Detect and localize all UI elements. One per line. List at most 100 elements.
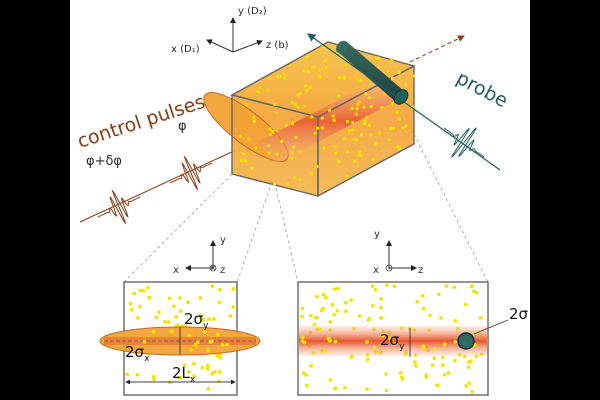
atom-dot [238, 134, 242, 138]
atom-dot [317, 75, 322, 79]
atom-dot [384, 388, 389, 393]
atom-dot [290, 156, 294, 160]
atom-dot [215, 332, 220, 337]
atom-dot [307, 70, 311, 74]
atom-dot [390, 76, 395, 80]
atom-dot [252, 119, 256, 123]
atom-dot [231, 287, 236, 291]
atom-dot [440, 363, 445, 367]
atom-dot [355, 107, 359, 111]
atom-dot [273, 102, 277, 106]
atom-dot [152, 377, 157, 382]
atom-dot [374, 142, 378, 146]
atom-dot [332, 118, 336, 122]
atom-dot [397, 71, 401, 75]
atom-dot [315, 164, 319, 169]
atom-dot [376, 56, 381, 60]
axis-z-left-label: z [220, 265, 225, 276]
atom-dot [300, 339, 305, 344]
atom-dot [313, 131, 317, 135]
atom-dot [387, 138, 391, 142]
atom-dot [206, 386, 211, 391]
atom-dot [205, 363, 210, 368]
atom-dot [166, 320, 171, 325]
atom-dot [467, 381, 472, 386]
atom-dot [322, 146, 326, 150]
atom-dot [309, 172, 314, 176]
atom-dot [437, 292, 441, 297]
atom-dot [440, 355, 445, 360]
atom-dot [469, 284, 474, 289]
atom-dot [439, 316, 443, 320]
atom-dot [271, 129, 275, 134]
atom-dot [315, 294, 319, 299]
control-pulse-1 [169, 155, 213, 191]
atom-dot [278, 74, 283, 78]
atom-dot [355, 77, 359, 81]
atom-dot [291, 145, 296, 149]
atom-dot [266, 88, 270, 92]
atom-dot [349, 298, 353, 302]
atom-dot [404, 124, 408, 128]
atom-dot [399, 375, 404, 379]
atom-dot [364, 92, 368, 96]
atom-dot [309, 363, 314, 368]
atom-dot [201, 317, 206, 322]
atom-dot [167, 296, 172, 301]
atom-dot [342, 76, 346, 80]
probe-pulse [443, 127, 485, 158]
atom-dot [351, 120, 355, 124]
atom-dot [187, 333, 192, 338]
atom-dot [420, 294, 425, 298]
atom-dot [392, 342, 397, 346]
atom-dot [302, 69, 306, 73]
atom-dot [346, 150, 350, 154]
atom-dot [311, 66, 315, 70]
atom-dot [370, 304, 375, 308]
atom-dot [318, 69, 322, 73]
atom-dot [442, 342, 447, 347]
atom-dot [357, 100, 362, 104]
atom-dot [267, 144, 271, 148]
atom-dot [318, 327, 323, 332]
atom-dot [333, 386, 338, 391]
atom-dot [392, 284, 397, 289]
top-axes: y (D₂) x (D₁) z (b) [171, 6, 289, 55]
atom-dot [368, 96, 372, 100]
atom-dot [283, 72, 287, 76]
atom-dot [365, 115, 369, 119]
atom-dot [296, 93, 301, 97]
atom-dot [251, 115, 256, 119]
atom-dot [132, 291, 137, 296]
atom-dot [411, 74, 415, 78]
atom-dot [177, 375, 182, 380]
sigma-x-label: 2σx [125, 343, 150, 364]
atom-dot [308, 313, 313, 318]
atom-dot [186, 300, 191, 305]
length-label: 2Lx [172, 364, 196, 385]
atom-dot [357, 150, 362, 154]
atom-dot [472, 289, 476, 294]
atom-dot [323, 59, 327, 63]
atom-dot [328, 339, 332, 343]
atom-dot [354, 112, 359, 116]
atom-dot [313, 315, 318, 320]
atom-dot [267, 151, 271, 155]
atom-dot [333, 339, 338, 344]
left-panel-atoms-front [142, 329, 229, 353]
atom-dot [142, 339, 147, 344]
atom-dot [239, 158, 244, 163]
atom-dot [380, 333, 385, 338]
atom-dot [452, 358, 457, 363]
atom-dot [384, 283, 389, 287]
axis-x-right-label: x [373, 265, 379, 276]
atom-dot [356, 103, 360, 107]
atom-dot [128, 301, 133, 306]
atom-dot [218, 287, 222, 292]
atom-dot [218, 355, 223, 360]
atom-dot [333, 151, 337, 155]
atom-dot [280, 140, 284, 144]
control-pulse-2 [97, 189, 141, 225]
atom-dot [388, 336, 393, 341]
atom-dot [192, 374, 197, 379]
